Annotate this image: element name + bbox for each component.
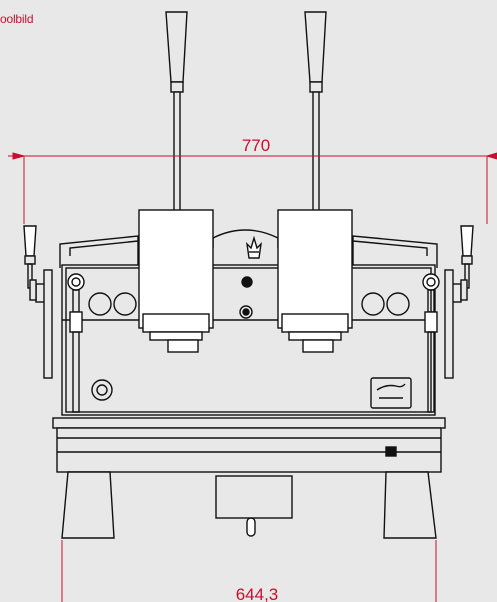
crown-emblem [246, 235, 262, 259]
center-controls [239, 276, 253, 319]
right-foot [383, 471, 437, 539]
base-width-label: 644,3 [236, 585, 279, 602]
center-lower-box [215, 475, 293, 537]
main-body [61, 264, 436, 416]
dimension-lines [8, 152, 497, 602]
lower-left-knob [91, 379, 113, 401]
left-steam-wand [67, 273, 85, 413]
overall-width-label: 770 [242, 136, 270, 155]
right-group-head [277, 209, 353, 353]
machine-outline [23, 11, 474, 539]
left-lever [165, 11, 188, 213]
left-foot [61, 471, 115, 539]
drip-tray [52, 417, 446, 473]
brand-badge [370, 377, 412, 409]
right-steam-assembly [444, 225, 474, 379]
overall-width-arrow-left [12, 152, 26, 160]
right-steam-wand [422, 273, 440, 413]
top-cover [59, 229, 438, 268]
overall-width-arrow-right [485, 152, 497, 160]
left-group-head [138, 209, 214, 353]
drawing-caption: oolbild [0, 12, 34, 26]
right-lever [304, 11, 327, 213]
left-gauges [88, 292, 137, 316]
left-steam-assembly [23, 225, 53, 379]
right-gauges [361, 292, 410, 316]
